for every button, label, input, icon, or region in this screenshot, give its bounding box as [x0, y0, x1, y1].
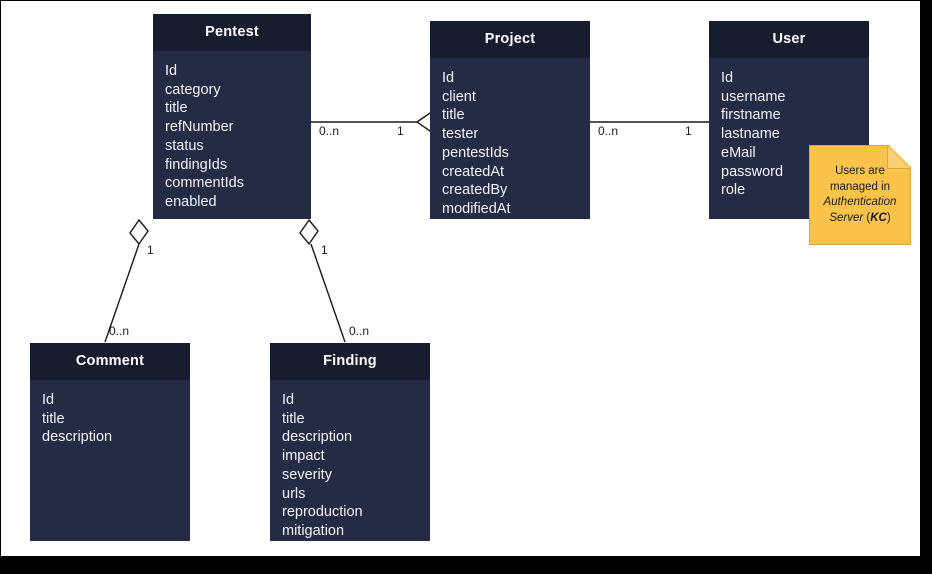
class-title-finding: Finding: [270, 343, 430, 380]
note-paren-open: (: [863, 211, 871, 224]
note-fold-corner: [887, 146, 910, 169]
attribute-row: mitigation: [282, 522, 345, 539]
attribute-row: description: [282, 429, 353, 446]
class-attributes-user: Id username firstname lastname eMail pas…: [709, 58, 869, 219]
multiplicity-pentest-comment-source: 1: [147, 243, 154, 257]
multiplicity-pentest-comment-target: 0..n: [109, 324, 130, 338]
attribute-row: reproduction: [282, 504, 363, 521]
attribute-row: commentIds: [165, 175, 244, 192]
attribute-row: refNumber: [165, 119, 234, 136]
multiplicity-project-user-target: 1: [685, 124, 692, 138]
edge-pentest-finding: [310, 243, 346, 343]
attribute-row: client: [442, 88, 476, 105]
diamond-pentest-finding: [299, 218, 319, 246]
class-box-finding[interactable]: Finding Id title description impact seve…: [270, 343, 430, 541]
attribute-row: Id: [282, 392, 295, 408]
attribute-row: createdBy: [442, 182, 508, 199]
attribute-row: title: [282, 410, 305, 427]
diamond-pentest-comment: [129, 218, 149, 246]
note-line-1: Users are: [835, 165, 885, 177]
attribute-row: urls: [282, 485, 306, 502]
class-title-pentest: Pentest: [153, 14, 311, 51]
multiplicity-pentest-finding-target: 0..n: [349, 324, 370, 338]
attribute-row: title: [165, 100, 188, 117]
note-line-4: Server (KC): [818, 211, 902, 227]
multiplicity-pentest-project-source: 0..n: [319, 124, 340, 138]
attribute-row: enabled: [165, 193, 217, 210]
class-attributes-pentest: Id category title refNumber status findi…: [153, 51, 311, 220]
attribute-row: status: [165, 137, 204, 154]
attribute-row: eMail: [721, 144, 756, 161]
note-line-3: Authentication: [818, 195, 902, 211]
class-title-user: User: [709, 21, 869, 58]
class-attributes-comment: Id title description: [30, 380, 190, 541]
attribute-row: role: [721, 182, 746, 199]
attribute-row: title: [442, 107, 465, 124]
attribute-row: findingIds: [165, 156, 228, 173]
attribute-row: description: [42, 429, 113, 446]
attribute-row: severity: [282, 466, 332, 483]
attribute-row: lastname: [721, 126, 780, 143]
attribute-row: password: [721, 163, 784, 180]
class-box-pentest[interactable]: Pentest Id category title refNumber stat…: [153, 14, 311, 219]
attribute-row: title: [42, 410, 65, 427]
attribute-row: username: [721, 88, 786, 105]
note-line-2: managed in: [829, 180, 891, 193]
attribute-row: createdAt: [442, 163, 505, 180]
class-box-project[interactable]: Project Id client title tester pentestId…: [430, 21, 590, 219]
attribute-row: Id: [442, 70, 455, 86]
attribute-row: Id: [165, 63, 178, 79]
attribute-row: tester: [442, 126, 479, 143]
note-emphasis-authentication: Authentication: [823, 196, 897, 208]
class-attributes-project: Id client title tester pentestIds create…: [430, 58, 590, 227]
attribute-row: Id: [42, 392, 55, 408]
note-paren-close: ): [886, 211, 891, 224]
note-emphasis-server: Server: [829, 211, 864, 224]
attribute-row: pentestIds: [442, 144, 509, 161]
class-box-comment[interactable]: Comment Id title description: [30, 343, 190, 541]
class-title-project: Project: [430, 21, 590, 58]
attribute-row: modifiedAt: [442, 200, 511, 217]
class-title-comment: Comment: [30, 343, 190, 380]
multiplicity-pentest-project-target: 1: [397, 124, 404, 138]
attribute-row: firstname: [721, 107, 781, 124]
class-attributes-finding: Id title description impact severity url…: [270, 380, 430, 549]
note-strong-kc: KC: [870, 211, 887, 224]
multiplicity-pentest-finding-source: 1: [321, 243, 328, 257]
multiplicity-project-user-source: 0..n: [598, 124, 619, 138]
attribute-row: category: [165, 81, 221, 98]
note-users-managed-externally: Users are managed in Authentication Serv…: [809, 145, 911, 245]
attribute-row: impact: [282, 448, 325, 465]
attribute-row: Id: [721, 70, 734, 86]
diagram-canvas: Pentest Id category title refNumber stat…: [1, 1, 920, 556]
